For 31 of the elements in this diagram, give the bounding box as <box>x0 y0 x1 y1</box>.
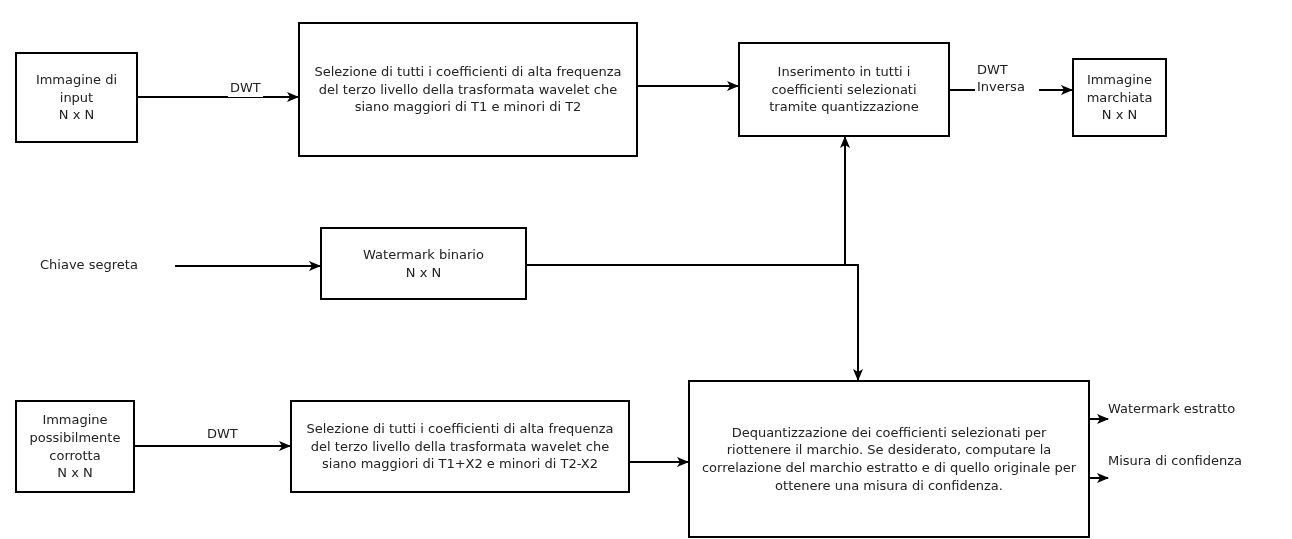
process-box <box>290 400 630 493</box>
arrow <box>629 457 689 467</box>
box-text: Selezione di tutti i coefficienti di alta frequenza del terzo livello della trasformata wavelet che siano maggiori di T1 e minori di T2 <box>313 63 623 116</box>
box-text: Inserimento in tutti i coefficienti selezionati tramite quantizzazione <box>768 63 920 116</box>
box-text: N x N <box>58 106 95 124</box>
edge-label: DWT <box>228 80 263 97</box>
input-box <box>15 52 138 143</box>
box-text: Immagine marchiata <box>1085 71 1154 107</box>
process-box <box>738 42 950 137</box>
arrow <box>134 441 291 451</box>
box-text: Selezione di tutti i coefficienti di alta frequenza del terzo livello della trasformata wavelet che siano maggiori di T1+X2 e minori di T2-X2 <box>305 420 615 473</box>
box-text: Immagine di input <box>34 71 119 107</box>
input-text: Chiave segreta <box>40 256 138 274</box>
box-text: N x N <box>57 464 93 482</box>
output-text: Misura di confidenza <box>1108 452 1243 470</box>
arrow <box>637 81 739 91</box>
box-text: Dequantizzazione dei coefficienti selezionati per riottenere il marchio. Se desiderato, computare la correlazione del marchio estratto e di quello originale per ottenere una misura di confidenza. <box>700 423 1078 495</box>
box-text: Watermark binario <box>363 245 484 264</box>
arrow <box>174 261 321 271</box>
process-box <box>298 22 638 157</box>
input-box <box>15 400 135 493</box>
output-text: Watermark estratto <box>1108 400 1236 418</box>
box-text: N x N <box>1101 106 1138 124</box>
arrow <box>1089 473 1109 483</box>
process-box <box>320 227 527 300</box>
process-box <box>688 380 1090 538</box>
box-text: Immagine possibilmente corrotta <box>28 411 122 465</box>
box-text: N x N <box>405 263 442 282</box>
output-box <box>1072 58 1167 137</box>
arrow <box>137 92 299 102</box>
arrow <box>1089 414 1109 424</box>
